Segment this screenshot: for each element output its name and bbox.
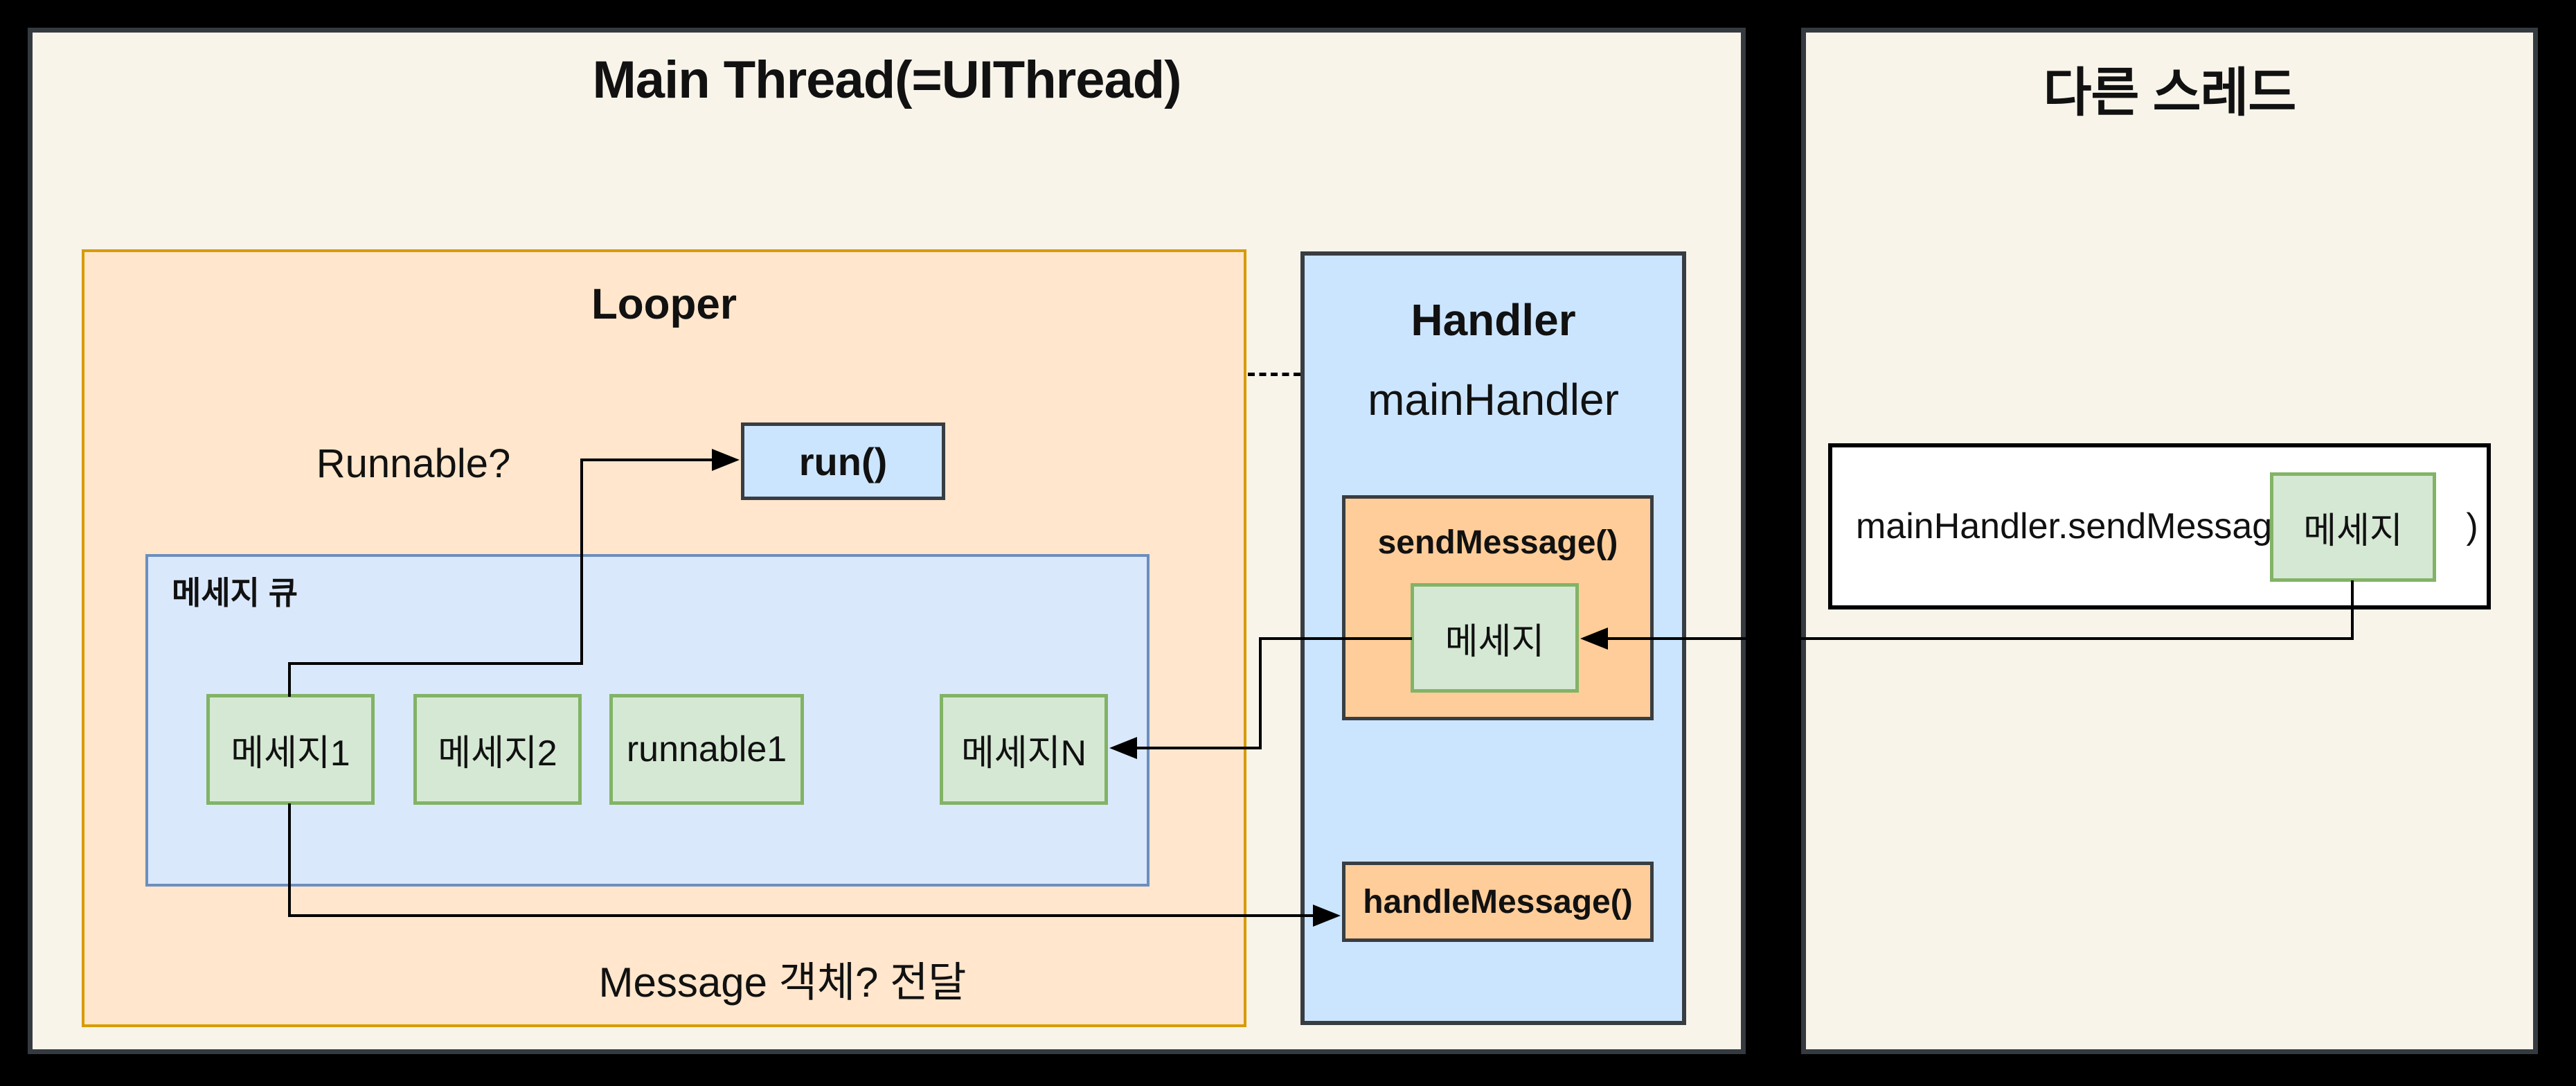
other-thread-title: 다른 스레드 xyxy=(2043,64,2297,123)
handler-title: Handler xyxy=(1411,295,1576,345)
connector-queue-up-stub xyxy=(288,662,291,697)
looper-bottom-label: Message 객체? 전달 xyxy=(598,959,967,1006)
connector-message1-down xyxy=(288,803,291,917)
dashed-looper-handler-link xyxy=(1248,373,1300,376)
send-message-payload-chip: 메세지 xyxy=(1411,583,1579,693)
arrowhead-into-send-payload xyxy=(1580,627,1608,650)
connector-call-down xyxy=(2351,580,2354,640)
queue-item-messageN: 메세지N xyxy=(940,694,1108,805)
connector-call-to-send xyxy=(1607,637,2354,640)
arrowhead-into-handle-message xyxy=(1313,905,1341,927)
send-call-payload-chip: 메세지 xyxy=(2270,472,2436,582)
queue-item-message2: 메세지2 xyxy=(413,694,582,805)
send-call-suffix: ) xyxy=(2466,506,2478,546)
looper-title: Looper xyxy=(591,281,737,328)
arrowhead-into-run xyxy=(712,449,740,471)
run-box: run() xyxy=(741,422,945,500)
queue-item-message1: 메세지1 xyxy=(206,694,375,805)
connector-queue-horizontal xyxy=(288,662,583,665)
runnable-label: Runnable? xyxy=(316,441,511,486)
message-queue-title: 메세지 큐 xyxy=(172,575,298,611)
connector-send-down xyxy=(1259,637,1262,749)
connector-queue-vertical xyxy=(580,459,583,665)
main-thread-title: Main Thread(=UIThread) xyxy=(592,51,1182,109)
send-message-label: sendMessage() xyxy=(1377,524,1618,561)
handle-message-box: handleMessage() xyxy=(1342,862,1654,942)
connector-to-handle-message xyxy=(288,914,1317,917)
connector-to-messageN xyxy=(1136,747,1262,749)
arrowhead-into-messageN xyxy=(1109,737,1137,759)
send-call-prefix: mainHandler.sendMessage( xyxy=(1856,506,2305,546)
connector-to-run xyxy=(582,459,715,461)
handler-instance-name: mainHandler xyxy=(1368,375,1619,425)
connector-send-left xyxy=(1259,637,1412,640)
queue-item-runnable1: runnable1 xyxy=(609,694,804,805)
